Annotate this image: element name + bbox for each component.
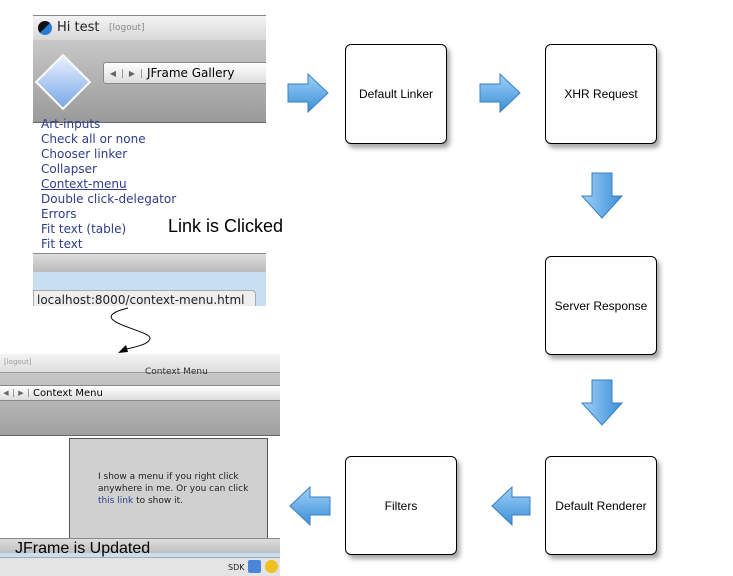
link-item[interactable]: Fit text	[41, 237, 83, 251]
link-item[interactable]: Chooser linker	[41, 147, 128, 161]
arrow-left-icon	[289, 485, 331, 527]
footer-bar	[0, 538, 280, 555]
window-title: Context Menu	[145, 367, 208, 377]
location-text: Context Menu	[33, 387, 103, 399]
location-text: JFrame Gallery	[147, 66, 235, 80]
demo-link-list: Art-inputs Check all or none Chooser lin…	[41, 117, 176, 252]
this-link[interactable]: this link	[98, 496, 134, 506]
demo-text: I show a menu if you right click anywher…	[98, 472, 249, 506]
app-icon[interactable]	[248, 560, 261, 573]
toolbar: ◀ ▶ JFrame Gallery	[33, 40, 266, 123]
link-item-context-menu[interactable]: Context-menu	[41, 177, 127, 191]
logout-link[interactable]: [logout]	[109, 23, 145, 33]
link-item[interactable]: Art-inputs	[41, 117, 101, 131]
arrow-left-icon	[491, 485, 531, 527]
caption-link-clicked: Link is Clicked	[168, 216, 284, 236]
gallery-icon	[34, 53, 92, 111]
desktop-area	[0, 553, 280, 557]
arrow-right-icon	[287, 72, 329, 114]
step-filters: Filters	[345, 456, 457, 555]
link-item[interactable]: Fit text (table)	[41, 222, 127, 236]
forward-icon[interactable]: ▶	[14, 389, 29, 397]
curved-connector-arrow	[110, 307, 151, 351]
link-item[interactable]: Collapser	[41, 162, 97, 176]
arrow-down-icon	[580, 172, 624, 219]
location-bar[interactable]: ◀ ▶ JFrame Gallery	[103, 62, 266, 84]
app-logo-icon	[38, 21, 52, 35]
sdk-label: SDK	[228, 563, 245, 572]
title-bar: Hi test [logout]	[33, 15, 266, 41]
step-server-response: Server Response	[545, 256, 657, 355]
arrow-down-icon	[580, 379, 624, 426]
step-default-renderer: Default Renderer	[545, 456, 657, 555]
link-item[interactable]: Double click-delegator	[41, 192, 177, 206]
caption-jframe-updated: JFrame is Updated	[15, 540, 151, 557]
dock: SDK	[0, 557, 280, 576]
back-icon[interactable]: ◀	[104, 68, 123, 78]
footer-bar	[33, 253, 266, 272]
logout-link[interactable]: [logout]	[4, 358, 32, 366]
step-default-linker: Default Linker	[345, 44, 447, 144]
app-icon[interactable]	[265, 560, 278, 573]
gallery-window-screenshot: Hi test [logout] ◀ ▶ JFrame Gallery Art-…	[33, 15, 266, 306]
back-icon[interactable]: ◀	[0, 389, 14, 397]
link-item[interactable]: Check all or none	[41, 132, 146, 146]
updated-window-screenshot: [logout] Context Menu ◀ ▶ Context Menu I…	[0, 354, 280, 576]
link-item[interactable]: Errors	[41, 207, 77, 221]
forward-icon[interactable]: ▶	[123, 68, 142, 78]
arrow-right-icon	[479, 72, 521, 114]
status-url: localhost:8000/context-menu.html	[33, 290, 256, 306]
greeting: Hi test	[57, 20, 100, 35]
context-menu-demo-box[interactable]: I show a menu if you right click anywher…	[69, 438, 268, 540]
location-bar[interactable]: ◀ ▶ Context Menu	[0, 385, 280, 401]
toolbar: Context Menu ◀ ▶ Context Menu	[0, 367, 280, 436]
step-xhr-request: XHR Request	[545, 44, 657, 144]
